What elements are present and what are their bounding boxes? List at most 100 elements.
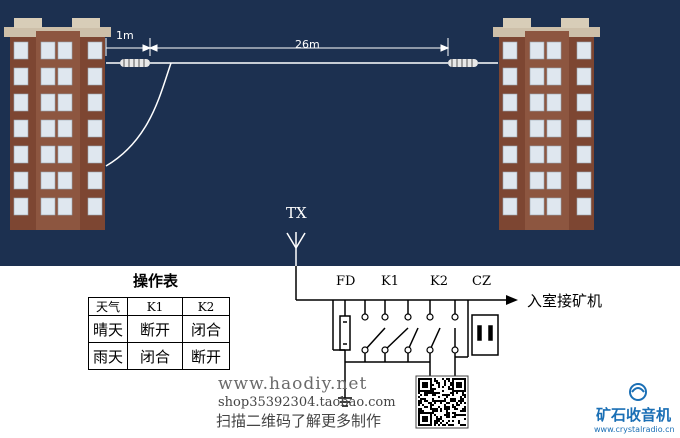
building-window [546,145,562,164]
operation-table: 天气 K1 K2 晴天 断开 闭合 雨天 闭合 断开 [88,297,230,370]
qr-module [450,424,452,426]
qr-module [436,380,438,382]
qr-module [444,406,446,408]
qr-module [460,402,462,404]
qr-module [450,400,452,402]
building-window [546,119,562,138]
qr-module [448,394,450,396]
building-window [576,197,592,216]
qr-module [460,396,462,398]
qr-module [438,406,440,408]
qr-module [462,408,464,410]
qr-module [438,382,440,384]
logo-subtitle: www.crystalradio.cn [594,425,675,434]
qr-finder [452,378,466,392]
qr-module [460,410,462,412]
watermark-note: 扫描二维码了解更多制作 [216,412,382,430]
right-building-windows [502,41,592,216]
qr-module [452,398,454,400]
qr-module [438,400,440,402]
qr-module [450,388,452,390]
qr-finder [418,378,432,392]
qr-module [438,396,440,398]
table-row: 晴天 断开 闭合 [88,315,230,343]
building-window [529,171,545,190]
qr-module [458,404,460,406]
building-window [57,67,73,86]
qr-module [442,386,444,388]
qr-module [426,406,428,408]
qr-module [440,410,442,412]
switch-circuit [332,300,499,398]
building-window [529,41,545,60]
qr-module [432,390,434,392]
qr-module [444,394,446,396]
qr-module [434,402,436,404]
qr-module [440,402,442,404]
qr-module [462,424,464,426]
building-window [13,171,29,190]
building-window [40,145,56,164]
qr-module [432,394,434,396]
qr-module [436,392,438,394]
qr-module [432,398,434,400]
watermark-url: www.haodiy.net [218,374,368,394]
qr-module [420,398,422,400]
qr-module [464,406,466,408]
building-window [57,171,73,190]
qr-module [430,408,432,410]
table-header-cell: K2 [182,297,230,316]
building-window [576,41,592,60]
building-window [57,93,73,112]
qr-module [450,384,452,386]
building-window [576,119,592,138]
dimension-label-1m: 1m [116,29,134,42]
building-window [57,145,73,164]
qr-module [458,422,460,424]
qr-module [438,384,440,386]
building-window [13,119,29,138]
qr-module [456,402,458,404]
qr-module [418,410,420,412]
building-window [40,197,56,216]
qr-module [434,410,436,412]
qr-module [448,416,450,418]
qr-module [460,400,462,402]
qr-module [450,382,452,384]
qr-module [434,388,436,390]
qr-module [448,388,450,390]
qr-module [458,400,460,402]
qr-module [432,384,434,386]
qr-finder-center [456,382,462,388]
building-window [529,119,545,138]
qr-module [444,400,446,402]
qr-module [436,408,438,410]
qr-module [432,404,434,406]
qr-module [434,380,436,382]
tx-label: TX [286,204,307,222]
table-cell: 闭合 [127,342,183,370]
qr-module [440,422,442,424]
qr-module [444,398,446,400]
qr-module [420,400,422,402]
building-window [576,145,592,164]
k2-label: K2 [430,274,448,289]
qr-module [440,408,442,410]
qr-module [444,380,446,382]
qr-module [462,410,464,412]
qr-module [438,424,440,426]
qr-module [426,394,428,396]
building-window [546,67,562,86]
qr-module [434,400,436,402]
qr-module [430,406,432,408]
qr-code [415,375,469,429]
qr-finder-center [422,382,428,388]
qr-module [464,410,466,412]
qr-module [454,398,456,400]
qr-module [454,400,456,402]
qr-module [424,398,426,400]
building-window [502,41,518,60]
building-window [40,119,56,138]
qr-module [432,388,434,390]
